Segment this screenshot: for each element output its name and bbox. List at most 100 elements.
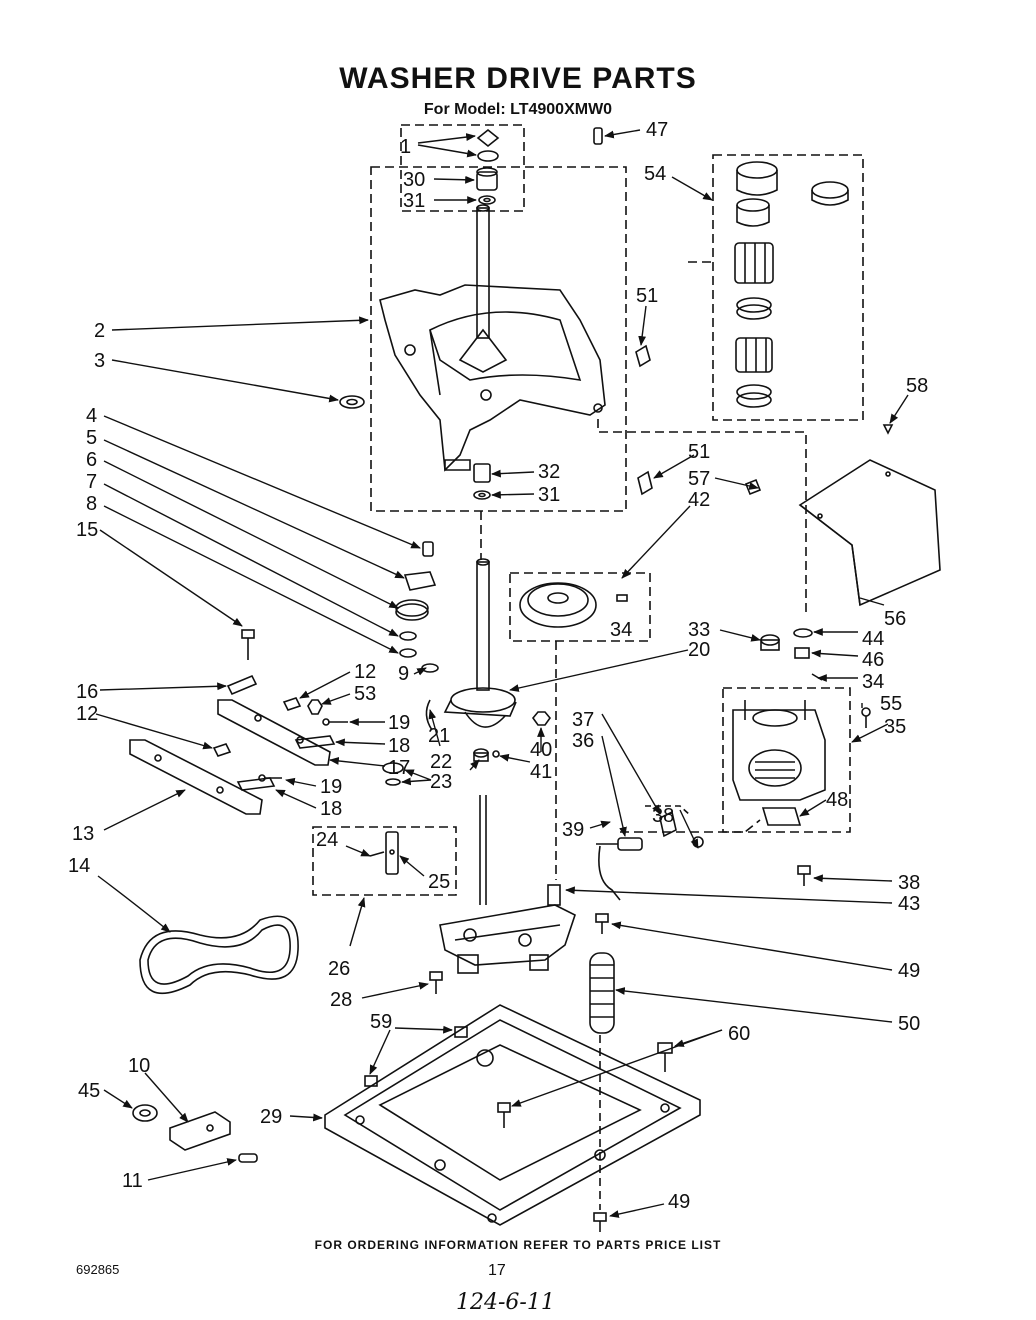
callout-c38a: 38: [652, 805, 674, 827]
part-22-bushing: [473, 748, 489, 762]
callout-c32: 32: [538, 461, 560, 483]
callout-c33: 33: [688, 619, 710, 641]
callout-c21: 21: [428, 725, 450, 747]
part-31-washer-bottom: [473, 490, 491, 500]
callout-c53: 53: [354, 683, 376, 705]
callout-c5: 5: [86, 427, 97, 449]
part-32-bearing: [473, 463, 491, 483]
leader-lines: [95, 129, 909, 1218]
model-subtitle: For Model: LT4900XMW0: [423, 101, 613, 118]
callout-c44: 44: [862, 628, 884, 650]
callout-c31a: 31: [403, 190, 425, 212]
callout-c34a: 34: [610, 619, 632, 641]
part-6-gear: [395, 599, 429, 621]
part-34-key-pulley: [616, 594, 628, 602]
part-21-spring: [425, 699, 433, 731]
part-57-clip: [744, 478, 762, 496]
callout-c22: 22: [430, 751, 452, 773]
part-34-key-motor: [811, 673, 823, 681]
callout-c19b: 19: [320, 776, 342, 798]
part-51-clip-bottom: [637, 470, 653, 496]
part-20-hub-assembly: [443, 687, 517, 728]
callout-c46: 46: [862, 649, 884, 671]
part-60-bolt-right: [657, 1042, 673, 1072]
document-number: 692865: [76, 1262, 120, 1277]
part-58-screw: [882, 424, 894, 435]
part-54-bearing-kit: [734, 161, 849, 408]
part-41-ball: [492, 750, 500, 758]
callout-c10: 10: [128, 1055, 150, 1077]
part-47-pin: [593, 127, 603, 145]
part-5-dog: [403, 571, 437, 591]
part-1-cap: [476, 128, 500, 162]
part-13-bracket: [129, 739, 263, 815]
callout-c13: 13: [72, 823, 94, 845]
callout-c58: 58: [906, 375, 928, 397]
main-drive-shaft: [476, 558, 490, 691]
callout-c17: 17: [388, 757, 410, 779]
part-30-bearing: [476, 167, 498, 191]
callout-c16: 16: [76, 681, 98, 703]
part-59-clip-top: [454, 1026, 468, 1038]
callout-c37: 37: [572, 709, 594, 731]
callout-c36: 36: [572, 730, 594, 752]
callout-c59: 59: [370, 1011, 392, 1033]
part-25-tube: [385, 831, 399, 875]
callout-c35: 35: [884, 716, 906, 738]
part-45-grommet: [132, 1104, 158, 1122]
part-44-washer: [793, 628, 813, 638]
callout-c42: 42: [688, 489, 710, 511]
callout-c15: 15: [76, 519, 98, 541]
callout-c24: 24: [316, 829, 338, 851]
part-15-bolt: [241, 629, 255, 660]
part-55-screw: [861, 707, 871, 728]
part-39-wire: [598, 845, 621, 901]
callout-c48: 48: [826, 789, 848, 811]
part-33-coupling: [760, 634, 780, 651]
callout-c31b: 31: [538, 484, 560, 506]
part-8-washer: [399, 648, 417, 658]
callout-c40: 40: [530, 739, 552, 761]
part-29-base-frame: [324, 1004, 701, 1226]
callout-c41: 41: [530, 761, 552, 783]
part-14-belt: [139, 915, 299, 995]
callout-c47: 47: [646, 119, 668, 141]
callout-c19a: 19: [388, 712, 410, 734]
part-50-spring: [589, 952, 615, 1034]
callout-c6: 6: [86, 449, 97, 471]
callout-c14: 14: [68, 855, 90, 877]
callout-c25: 25: [428, 871, 450, 893]
page-title: WASHER DRIVE PARTS: [339, 62, 697, 95]
callout-c23: 23: [430, 771, 452, 793]
part-49-bolt-upper: [595, 913, 609, 934]
part-18-link-upper: [294, 735, 336, 749]
part-51-clip-top: [635, 344, 651, 368]
callout-c12a: 12: [354, 661, 376, 683]
callout-c60: 60: [728, 1023, 750, 1045]
callout-c8: 8: [86, 493, 97, 515]
callout-c49a: 49: [898, 960, 920, 982]
part-60-bolt-left: [497, 1102, 511, 1128]
part-36-capacitor: [596, 837, 643, 851]
callout-c29: 29: [260, 1106, 282, 1128]
part-40-nut: [531, 711, 552, 726]
part-16-bracket: [226, 674, 258, 696]
callout-c4: 4: [86, 405, 97, 427]
dashed-group-boxes: [312, 124, 864, 896]
callout-c49b: 49: [668, 1191, 690, 1213]
callout-c18b: 18: [320, 798, 342, 820]
part-35-motor: [732, 700, 826, 801]
callout-c38b: 38: [898, 872, 920, 894]
callout-c9: 9: [398, 663, 409, 685]
part-19-screw-upper: [322, 718, 348, 726]
center-shaft: [458, 204, 508, 373]
callout-c51a: 51: [636, 285, 658, 307]
part-12-clip-upper: [282, 697, 302, 711]
callout-c12b: 12: [76, 703, 98, 725]
callout-c55: 55: [880, 693, 902, 715]
callout-c43: 43: [898, 893, 920, 915]
callout-c57: 57: [688, 468, 710, 490]
callout-c28: 28: [330, 989, 352, 1011]
callout-c2: 2: [94, 320, 105, 342]
